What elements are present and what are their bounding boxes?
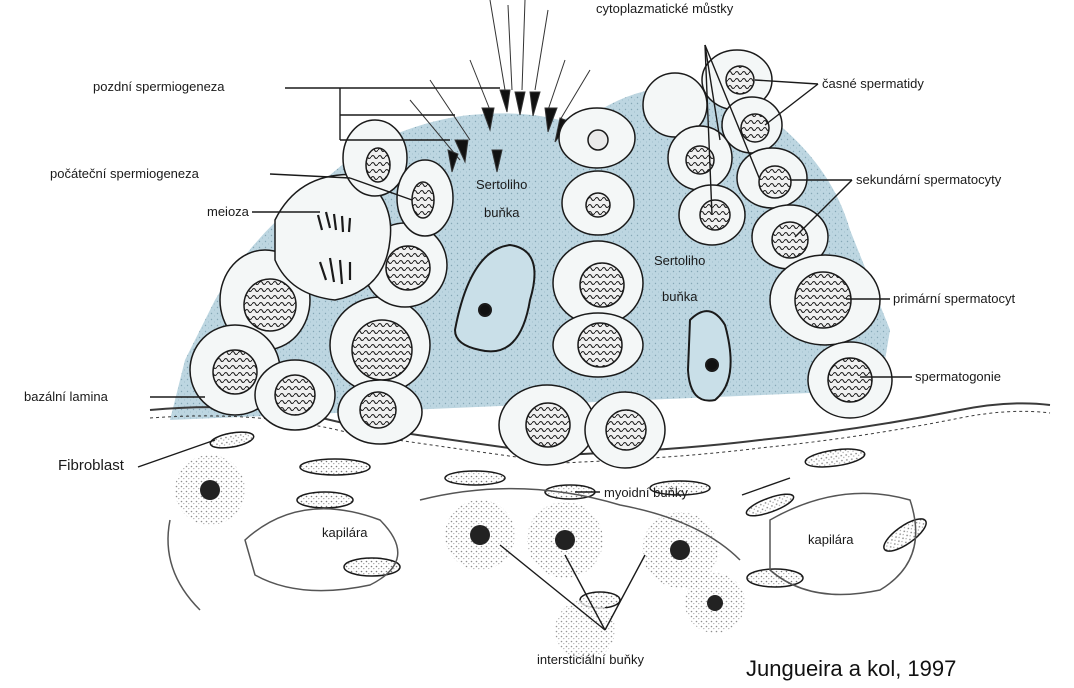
label-myoid-cells: myoidní buňky bbox=[604, 486, 688, 499]
label-late-spermiogenesis: pozdní spermiogeneza bbox=[93, 80, 225, 93]
label-capillary-right: kapilára bbox=[808, 533, 854, 546]
label-spermatogonia: spermatogonie bbox=[915, 370, 1001, 383]
label-cytoplasmic-bridges: cytoplazmatické můstky bbox=[596, 2, 733, 15]
label-secondary-spermatocytes: sekundární spermatocyty bbox=[856, 173, 1001, 186]
label-capillary-left: kapilára bbox=[322, 526, 368, 539]
label-initial-spermiogenesis: počáteční spermiogeneza bbox=[50, 167, 199, 180]
label-sertoli-left-line1: Sertoliho bbox=[476, 178, 527, 191]
label-sertoli-right-line2: buňka bbox=[662, 290, 697, 303]
label-fibroblast: Fibroblast bbox=[58, 458, 124, 473]
label-early-spermatids: časné spermatidy bbox=[822, 77, 924, 90]
citation: Jungueira a kol, 1997 bbox=[746, 658, 956, 680]
label-meiosis: meioza bbox=[207, 205, 249, 218]
label-primary-spermatocyte: primární spermatocyt bbox=[893, 292, 1015, 305]
label-interstitial-cells: intersticiální buňky bbox=[537, 653, 644, 666]
label-sertoli-right-line1: Sertoliho bbox=[654, 254, 705, 267]
label-basal-lamina: bazální lamina bbox=[24, 390, 108, 403]
label-sertoli-left-line2: buňka bbox=[484, 206, 519, 219]
